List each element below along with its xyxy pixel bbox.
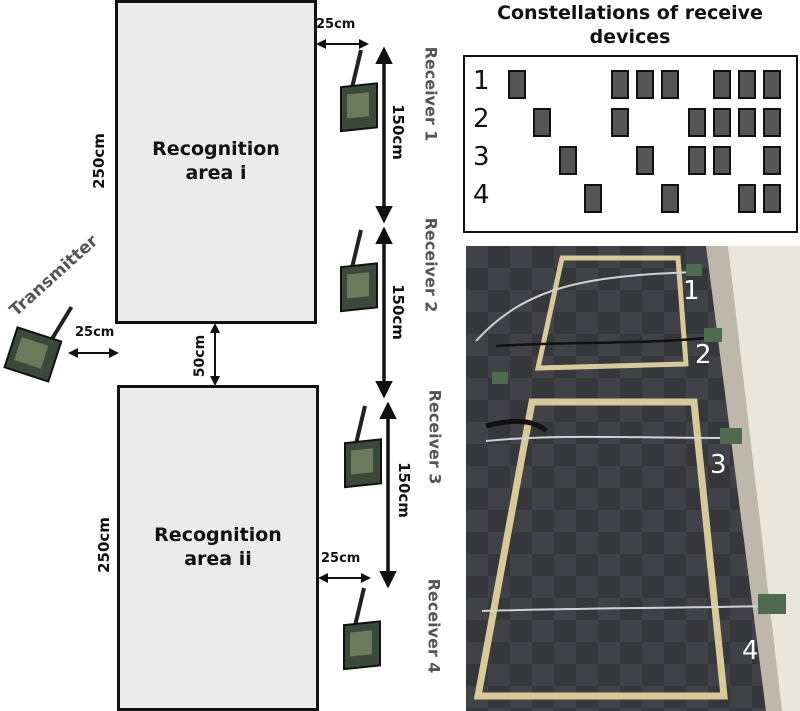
setup-photo: 1 2 3 4 — [466, 246, 800, 711]
constellation-cell — [688, 108, 706, 137]
receiver-spacing-3-label: 150cm — [395, 462, 413, 518]
bottom-gap-label: 25cm — [321, 551, 361, 566]
receiver-spacing-1-label: 150cm — [389, 104, 407, 160]
constellations-table: 1 2 3 4 — [463, 55, 798, 233]
constellation-cell — [763, 70, 781, 99]
receiver-3-device-icon — [344, 405, 382, 489]
photo-label-3: 3 — [710, 450, 727, 480]
constellation-cell — [738, 184, 756, 213]
constellation-cell — [713, 108, 731, 137]
transmitter-gap-label: 25cm — [75, 325, 115, 340]
constellation-cell — [738, 70, 756, 99]
receiver-4-label: Receiver 4 — [424, 578, 444, 674]
photo-label-4: 4 — [742, 636, 759, 666]
receiver-2-label: Receiver 2 — [421, 217, 441, 313]
constellation-cell — [763, 108, 781, 137]
constellation-cell — [611, 70, 629, 99]
constellation-cell — [636, 146, 654, 175]
photo-label-2: 2 — [695, 340, 712, 370]
constellation-cell — [713, 70, 731, 99]
receiver-spacing-2-label: 150cm — [389, 284, 407, 340]
constellation-cell — [688, 146, 706, 175]
recognition-area-ii-label: Recognition area ii — [154, 524, 282, 570]
recognition-area-i: Recognition area i — [115, 0, 317, 324]
constellation-cell — [533, 108, 551, 137]
constellation-cell — [559, 146, 577, 175]
constellation-row-1-number: 1 — [473, 66, 490, 96]
constellation-row-4-number: 4 — [473, 180, 490, 210]
setup-photo-drawing — [466, 246, 800, 711]
constellation-row-3-number: 3 — [473, 142, 490, 172]
constellation-cell — [763, 184, 781, 213]
constellation-cell — [611, 108, 629, 137]
recognition-area-i-label: Recognition area i — [152, 138, 280, 184]
area-gap-label: 50cm — [192, 334, 208, 378]
constellation-cell — [763, 146, 781, 175]
constellation-cell — [584, 184, 602, 213]
constellation-cell — [713, 146, 731, 175]
receiver-3-label: Receiver 3 — [425, 389, 445, 485]
top-gap-label: 25cm — [316, 17, 356, 32]
receiver-1-label: Receiver 1 — [421, 46, 441, 142]
photo-label-1: 1 — [683, 276, 700, 306]
constellation-cell — [661, 184, 679, 213]
constellation-cell — [738, 108, 756, 137]
constellations-title: Constellations of receive devices — [497, 2, 763, 48]
constellation-cell — [508, 70, 526, 99]
constellation-cell — [636, 70, 654, 99]
constellation-row-2-number: 2 — [473, 104, 490, 134]
receiver-2-device-icon — [340, 229, 378, 313]
receiver-4-device-icon — [343, 587, 381, 671]
transmitter-device-icon — [3, 305, 74, 383]
constellation-cell — [661, 70, 679, 99]
receiver-1-device-icon — [340, 49, 378, 133]
recognition-area-ii: Recognition area ii — [117, 385, 319, 711]
